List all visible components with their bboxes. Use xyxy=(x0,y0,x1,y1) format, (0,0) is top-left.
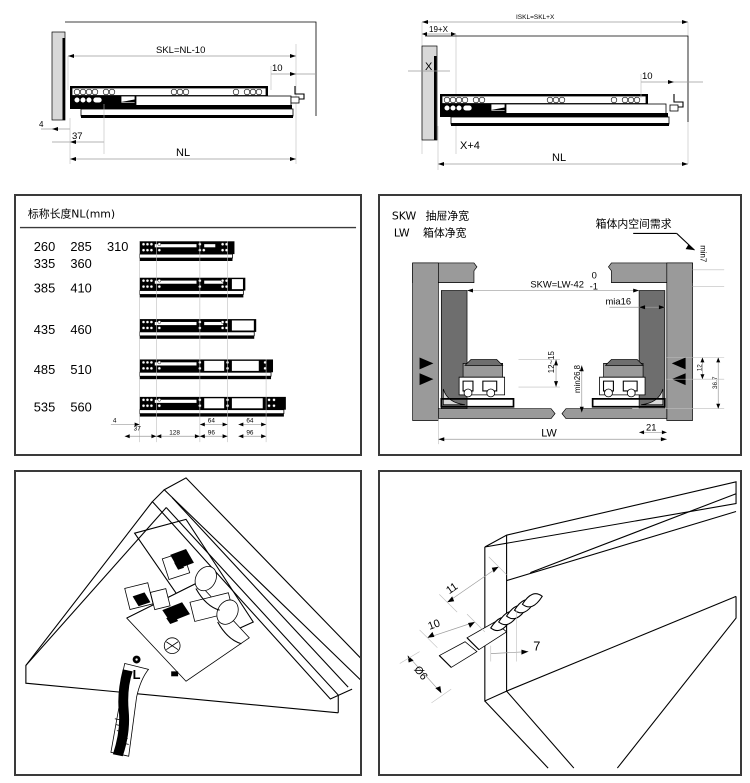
label-skw-formula: SKW=LW-42 xyxy=(530,280,584,290)
length-value: 460 xyxy=(70,322,91,337)
rail-bar-1 xyxy=(139,241,235,261)
length-value: 435 xyxy=(34,322,55,337)
label-36-7: 36.7 xyxy=(712,376,719,389)
label-twentyone: 21 xyxy=(646,422,656,432)
length-value: 285 xyxy=(70,239,91,254)
table-row: 435 460 xyxy=(34,319,257,339)
dim-ninetysix-b: 96 xyxy=(246,429,254,436)
dim-four: 4 xyxy=(113,417,117,424)
callout-interior-space: 箱体内空间需求 xyxy=(596,217,672,231)
length-value: 360 xyxy=(70,256,91,271)
dowel-assembly xyxy=(438,593,543,668)
locking-clip-body: L xyxy=(110,548,250,757)
label-mia16: mia16 xyxy=(605,296,631,306)
label-diameter-6: Ø6 xyxy=(411,664,429,683)
label-12-15: 12~15 xyxy=(547,351,556,374)
label-twelve-right: 12 xyxy=(696,364,703,372)
panel-iso-locking-clip: L xyxy=(14,470,362,776)
label-seven: 7 xyxy=(533,639,540,654)
legend-lw: LW 箱体净宽 xyxy=(394,225,467,239)
label-ten-iso: 10 xyxy=(426,617,441,632)
length-value: 310 xyxy=(107,239,128,254)
length-value: 385 xyxy=(34,281,55,296)
length-value: 510 xyxy=(70,362,91,377)
label-nl-top-left: NL xyxy=(176,147,190,159)
dim-onetwentyeight: 128 xyxy=(169,429,180,436)
label-eleven: 11 xyxy=(444,581,460,597)
label-nineteen-plus-x: 19+X xyxy=(429,25,449,34)
rail-bar-4 xyxy=(139,359,274,380)
panel-side-view-standard: SKL=NL-10 10 xyxy=(8,4,352,180)
legend-skw: SKW 抽屉净宽 xyxy=(392,209,469,223)
panel-cross-section: SKW 抽屉净宽 LW 箱体净宽 箱体内空间需求 min7 xyxy=(378,194,742,456)
label-min7: min7 xyxy=(698,245,707,262)
dim-ninetysix-a: 96 xyxy=(208,429,216,436)
label-tolerance-upper: 0 xyxy=(592,271,597,281)
panel-length-table: 标称长度NL(mm) 260 285 310 335 360 xyxy=(14,194,362,456)
dimension-chain: 4 64 64 37 128 xyxy=(110,417,267,439)
panel-side-view-offset: ISKL=SKL+X 19+X X xyxy=(388,4,742,180)
dim-sixtyfour-b: 64 xyxy=(246,417,254,424)
label-nl-top-right: NL xyxy=(552,152,566,164)
label-thirtyseven-top-left: 37 xyxy=(72,131,83,142)
dim-thirtyseven: 37 xyxy=(134,425,142,432)
table-row: 260 285 310 335 360 xyxy=(34,239,235,271)
label-min26-8: min26.8 xyxy=(573,364,582,393)
length-value: 535 xyxy=(34,400,55,415)
length-value: 260 xyxy=(34,239,55,254)
dim-sixtyfour-a: 64 xyxy=(208,417,216,424)
slide-rail-graphic xyxy=(440,94,684,126)
label-ten-top-left: 10 xyxy=(272,63,283,74)
length-value: 335 xyxy=(34,256,55,271)
slide-rail-left-section xyxy=(440,359,515,408)
label-ten-top-right: 10 xyxy=(642,71,653,82)
label-tolerance-lower: -1 xyxy=(590,282,598,292)
label-side-left: L xyxy=(133,667,141,682)
label-skl: SKL=NL-10 xyxy=(156,45,205,56)
table-header-label: 标称长度NL(mm) xyxy=(28,207,115,221)
label-x-plus-4: X+4 xyxy=(460,140,480,152)
table-row: 485 510 xyxy=(34,359,274,380)
panel-iso-dowel: 11 10 7 Ø6 xyxy=(378,470,742,776)
length-value: 410 xyxy=(70,281,91,296)
rail-bar-3 xyxy=(139,319,257,339)
table-row: 535 560 xyxy=(34,396,286,417)
label-iskl: ISKL=SKL+X xyxy=(516,14,555,21)
label-lw: LW xyxy=(541,427,557,439)
slide-rail-graphic xyxy=(70,86,305,118)
slide-rail-right-section xyxy=(591,359,666,408)
rail-bar-5 xyxy=(139,396,286,417)
table-row: 385 410 xyxy=(34,277,246,298)
label-x: X xyxy=(425,61,433,73)
length-value: 560 xyxy=(70,400,91,415)
label-four-top-left: 4 xyxy=(39,120,44,129)
rail-bar-2 xyxy=(139,277,246,298)
length-value: 485 xyxy=(34,362,55,377)
